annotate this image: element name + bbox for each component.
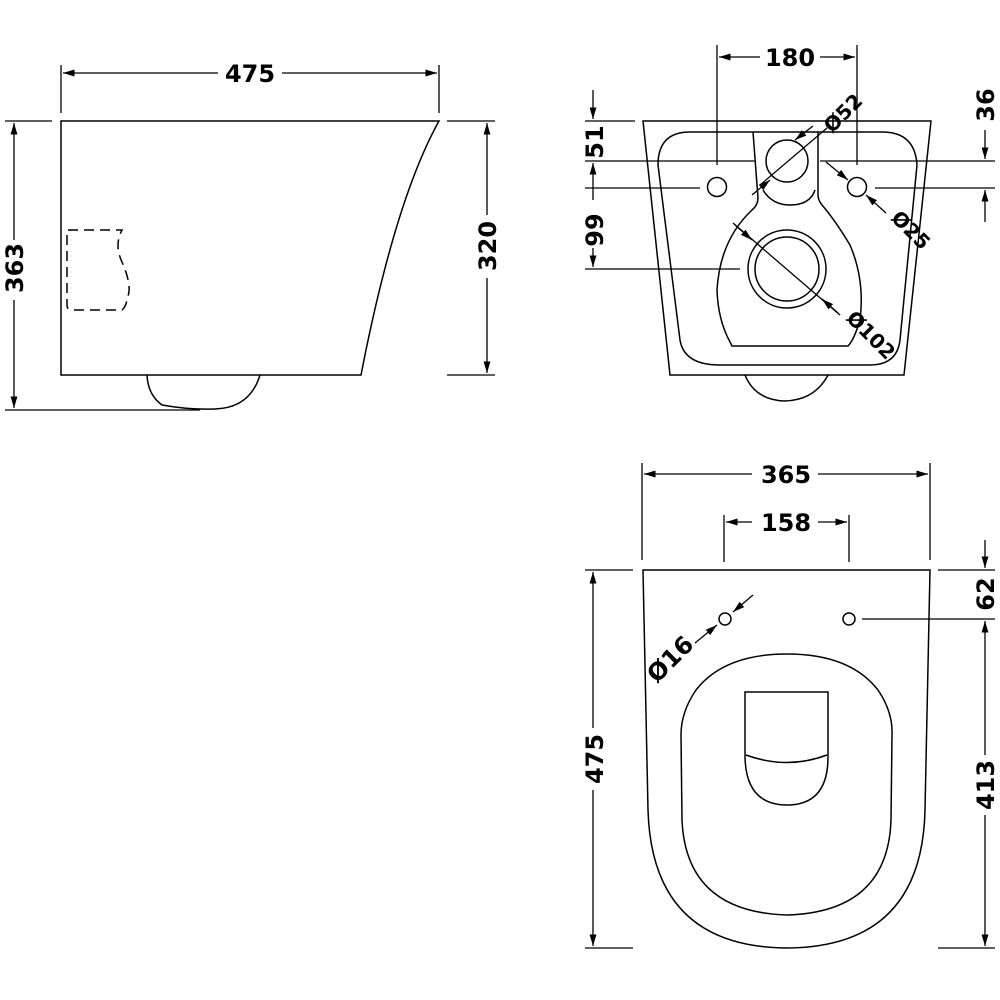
dim-arrow xyxy=(825,161,849,181)
side-view-spigot xyxy=(146,374,261,410)
dim-wall-height: 320 xyxy=(474,221,502,271)
dim-arrow xyxy=(794,125,814,141)
dim-fixing-hole-diameter: Ø25 xyxy=(887,206,936,255)
top-view-bowl-opening xyxy=(744,691,829,806)
fixing-hole-left xyxy=(706,176,728,198)
fixing-hole-right xyxy=(846,176,868,198)
side-view: 475 363 320 xyxy=(1,60,502,411)
top-view-bowl-waterline xyxy=(745,754,828,764)
seat-hole-left xyxy=(718,612,732,626)
dim-fixing-to-waste: 99 xyxy=(581,213,609,246)
dim-seat-hole-diameter: Ø16 xyxy=(641,630,699,688)
inlet-hole-52 xyxy=(765,139,809,183)
dim-arrow xyxy=(694,624,718,644)
rear-view-inlet-cup xyxy=(762,189,816,206)
leader-line xyxy=(759,127,828,186)
dim-arrow xyxy=(732,594,754,613)
dim-waste-diameter: Ø102 xyxy=(842,306,901,365)
dim-overall-depth: 475 xyxy=(225,60,275,88)
dim-arrow xyxy=(865,194,887,214)
top-view-seat-rim xyxy=(680,653,893,916)
top-view-outline xyxy=(642,569,931,949)
dim-inlet-diameter: Ø52 xyxy=(819,89,868,138)
rear-view-spigot xyxy=(744,374,829,402)
dim-overall-height: 363 xyxy=(1,243,29,293)
waste-hole-102 xyxy=(754,236,820,302)
rear-view-outer-outline xyxy=(642,120,932,376)
dim-fixing-centres: 180 xyxy=(765,44,815,72)
dim-overall-width: 365 xyxy=(761,461,811,489)
dim-seat-fixing-centres: 158 xyxy=(761,509,811,537)
dim-overall-length: 475 xyxy=(581,734,609,784)
dim-arrow xyxy=(821,298,839,314)
rear-view: 180 51 99 36 Ø52 Ø25 Ø102 xyxy=(581,44,1000,402)
side-view-inlet-hidden xyxy=(66,229,130,311)
rear-view-inlet-channel xyxy=(716,131,862,347)
dim-arrow xyxy=(751,179,771,196)
dim-wall-to-seat-fixing: 62 xyxy=(972,577,1000,610)
dim-top-to-fixing: 51 xyxy=(581,125,609,158)
side-view-body-outline xyxy=(60,120,441,376)
dim-top-offset-right: 36 xyxy=(972,88,1000,121)
top-view: 365 158 475 62 413 Ø16 xyxy=(581,461,1000,949)
seat-hole-right xyxy=(842,612,856,626)
dim-seat-fixing-to-front: 413 xyxy=(972,760,1000,810)
rear-view-inner-outline xyxy=(657,131,918,366)
dim-arrow xyxy=(734,224,753,241)
waste-outer-ring xyxy=(747,229,827,309)
